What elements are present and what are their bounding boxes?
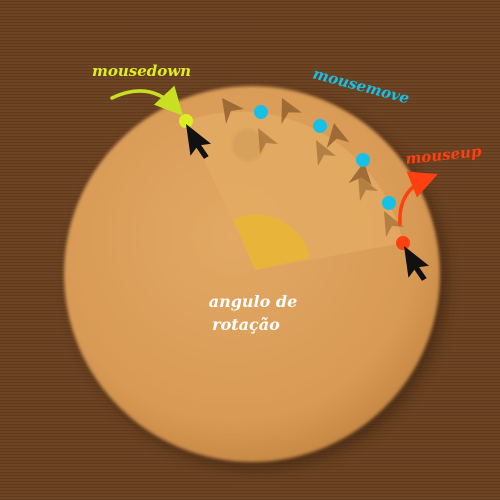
mousemove-point bbox=[254, 105, 268, 119]
mousemove-point bbox=[313, 119, 327, 133]
mouseup-label: mouseup bbox=[405, 142, 483, 168]
move-arrow-icon bbox=[258, 128, 278, 154]
mousedown-point bbox=[179, 114, 193, 128]
mousemove-point bbox=[356, 153, 370, 167]
angle-label-line1: angulo de bbox=[209, 292, 298, 311]
move-arrow-icon bbox=[316, 140, 336, 166]
mousemove-points bbox=[254, 105, 396, 210]
mouse-pointer-icon bbox=[404, 246, 429, 281]
move-arrow-icon bbox=[384, 211, 404, 237]
mousedown-arrow bbox=[110, 85, 184, 116]
move-arrow-icon bbox=[222, 98, 244, 124]
mousemove-label: mousemove bbox=[311, 64, 411, 107]
angle-arc bbox=[233, 214, 310, 270]
move-arrow-icon bbox=[358, 175, 378, 201]
angle-label-line2: rotação bbox=[212, 315, 280, 334]
mouseup-point bbox=[396, 236, 410, 250]
mouse-pointer-icon bbox=[186, 124, 211, 159]
move-arrow-icon bbox=[281, 98, 302, 125]
mousemove-point bbox=[382, 196, 396, 210]
mousedown-label: mousedown bbox=[92, 62, 191, 80]
mousemove-ghost-arrows bbox=[222, 98, 404, 237]
move-arrow-icon bbox=[326, 123, 350, 149]
mouseup-arrow bbox=[398, 171, 438, 226]
